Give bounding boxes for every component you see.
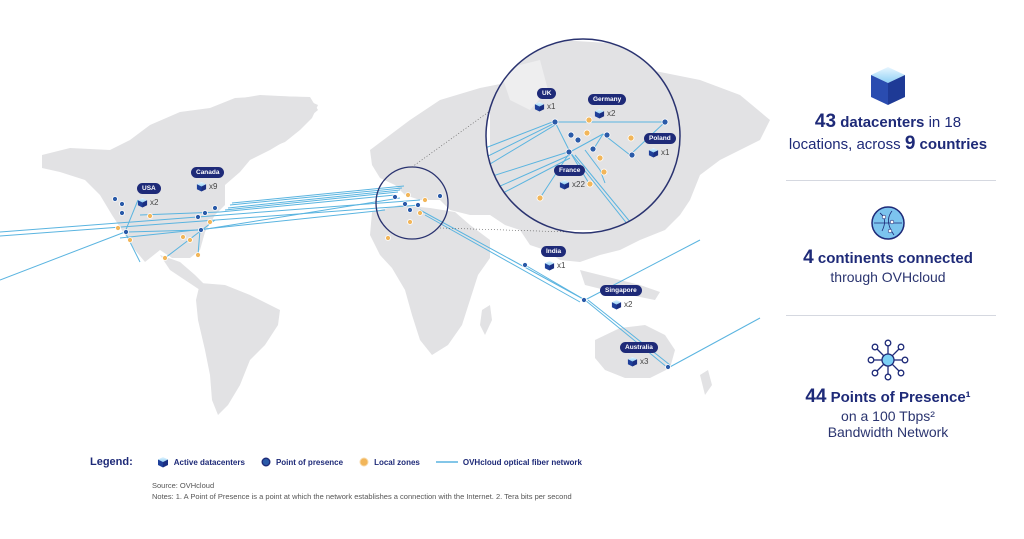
fiber-line-icon xyxy=(435,461,458,463)
datacenter-india: x1 xyxy=(544,260,565,271)
datacenter-cube-icon xyxy=(157,457,168,468)
location-label-usa: USA xyxy=(137,183,161,194)
datacenter-uk: x1 xyxy=(534,101,555,112)
globe-network-icon xyxy=(871,206,905,240)
datacenter-cube-icon xyxy=(196,181,207,192)
location-label-uk: UK xyxy=(537,88,557,99)
location-label-singapore: Singapore xyxy=(600,285,642,296)
legend-item-local-zones: Local zones xyxy=(359,457,420,467)
stat-continents: 4 continents connected through OVHcloud xyxy=(778,205,998,285)
datacenter-cube-icon xyxy=(544,260,555,271)
world-map xyxy=(0,38,770,415)
datacenter-cube-icon xyxy=(137,197,148,208)
location-label-poland: Poland xyxy=(644,133,676,144)
notes-text: Notes: 1. A Point of Presence is a point… xyxy=(152,492,572,501)
location-label-canada: Canada xyxy=(191,167,225,178)
datacenter-poland: x1 xyxy=(648,147,669,158)
datacenter-cube-icon xyxy=(594,108,605,119)
fiber-network xyxy=(0,185,761,369)
legend-item-fiber: OVHcloud optical fiber network xyxy=(435,458,582,467)
divider xyxy=(786,180,996,181)
datacenter-cube-icon xyxy=(627,356,638,367)
datacenter-singapore: x2 xyxy=(611,299,632,310)
datacenter-canada: x9 xyxy=(196,181,217,192)
divider xyxy=(786,315,996,316)
datacenter-cube-icon xyxy=(559,179,570,190)
datacenter-usa: x2 xyxy=(137,197,158,208)
footnotes: Source: OVHcloud Notes: 1. A Point of Pr… xyxy=(152,480,572,502)
location-label-india: India xyxy=(541,246,567,257)
datacenter-france: x22 xyxy=(559,179,585,190)
stat-points-of-presence: 44 Points of Presence¹ on a 100 Tbps² Ba… xyxy=(778,338,998,440)
stat-datacenters: 43 datacenters in 18 locations, across 9… xyxy=(778,65,998,155)
legend-item-datacenters: Active datacenters xyxy=(157,456,245,468)
datacenter-cube-icon xyxy=(648,147,659,158)
legend-item-pop: Point of presence xyxy=(261,457,343,467)
local-zone-icon xyxy=(359,457,369,467)
point-of-presence-icon xyxy=(261,457,271,467)
local-zone-points xyxy=(115,192,428,261)
location-label-germany: Germany xyxy=(588,94,627,105)
datacenter-australia: x3 xyxy=(627,356,648,367)
datacenter-cube-icon xyxy=(871,67,905,105)
datacenter-germany: x2 xyxy=(594,108,615,119)
location-label-france: France xyxy=(554,165,586,176)
legend: Legend: Active datacenters Point of pres… xyxy=(90,456,582,468)
datacenter-cube-icon xyxy=(534,101,545,112)
europe-detail-zoom xyxy=(485,38,681,234)
pop-points xyxy=(112,193,671,370)
datacenter-cube-icon xyxy=(611,299,622,310)
network-hub-icon xyxy=(867,339,909,381)
location-label-australia: Australia xyxy=(620,342,658,353)
source-text: Source: OVHcloud xyxy=(152,481,215,490)
